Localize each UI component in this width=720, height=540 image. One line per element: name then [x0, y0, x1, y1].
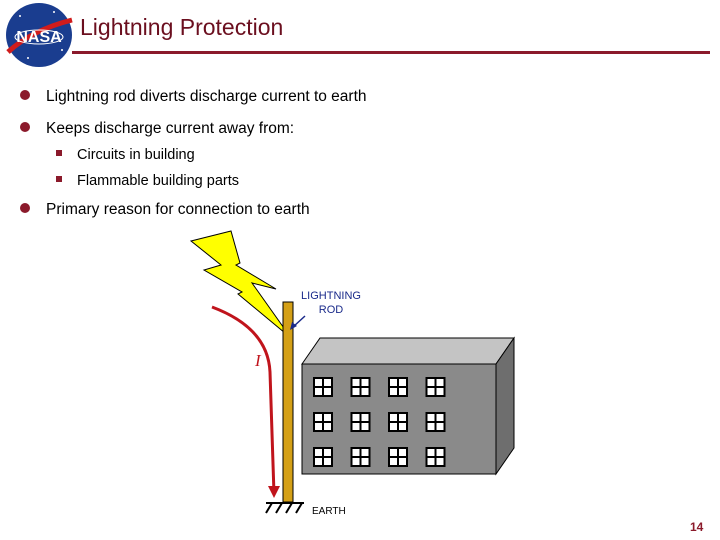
- rod-label-line1: LIGHTNING: [301, 290, 361, 302]
- nasa-logo: NASA: [6, 3, 73, 67]
- building-windows: [313, 377, 446, 467]
- bullet-text: Lightning rod diverts discharge current …: [46, 88, 367, 105]
- logo-globe: [6, 3, 72, 67]
- lightning-bolt-icon: [189, 230, 292, 339]
- rod-label-line2: ROD: [318, 304, 344, 316]
- sub-bullet-text: Flammable building parts: [77, 173, 239, 189]
- window-icon: [425, 377, 446, 397]
- bullet-text: Primary reason for connection to earth: [46, 201, 310, 218]
- window-icon: [350, 377, 371, 397]
- window-icon: [388, 447, 408, 467]
- window-icon: [313, 412, 333, 432]
- window-icon: [425, 412, 446, 432]
- window-icon: [350, 447, 371, 467]
- logo-text: NASA: [16, 29, 62, 46]
- logo-swoosh: [6, 17, 73, 54]
- bullet-dot-icon: [20, 202, 30, 213]
- sub-bullet-text: Circuits in building: [77, 147, 195, 163]
- bullet-dot-icon: [20, 89, 30, 100]
- ground-icon: [265, 502, 304, 514]
- bullet-square-icon: [56, 176, 62, 183]
- window-icon: [388, 412, 408, 432]
- sub-bullet-item: Circuits in building: [56, 147, 195, 163]
- current-label: I: [255, 351, 261, 370]
- slide-title: Lightning Protection: [80, 14, 284, 40]
- page-number: 14: [690, 520, 704, 534]
- earth-label: EARTH: [312, 506, 346, 517]
- window-icon: [313, 447, 333, 467]
- current-path: [211, 305, 276, 495]
- window-icon: [425, 447, 446, 467]
- lightning-rod: [282, 301, 294, 503]
- bullet-item: Primary reason for connection to earth: [20, 201, 310, 219]
- rod-arrowhead-icon: [290, 322, 297, 330]
- window-icon: [388, 377, 408, 397]
- lightning-rod-label: LIGHTNING ROD: [292, 289, 370, 317]
- bullet-item: Lightning rod diverts discharge current …: [20, 88, 367, 106]
- bullet-square-icon: [56, 150, 62, 157]
- window-icon: [313, 377, 333, 397]
- sub-bullet-item: Flammable building parts: [56, 173, 239, 189]
- building-roof: [301, 337, 515, 365]
- bullet-text: Keeps discharge current away from:: [46, 120, 295, 137]
- current-arrow-icon: [268, 486, 280, 498]
- window-icon: [350, 412, 371, 432]
- bullet-dot-icon: [20, 121, 30, 132]
- title-divider: [72, 51, 710, 54]
- bullet-item: Keeps discharge current away from:: [20, 120, 294, 138]
